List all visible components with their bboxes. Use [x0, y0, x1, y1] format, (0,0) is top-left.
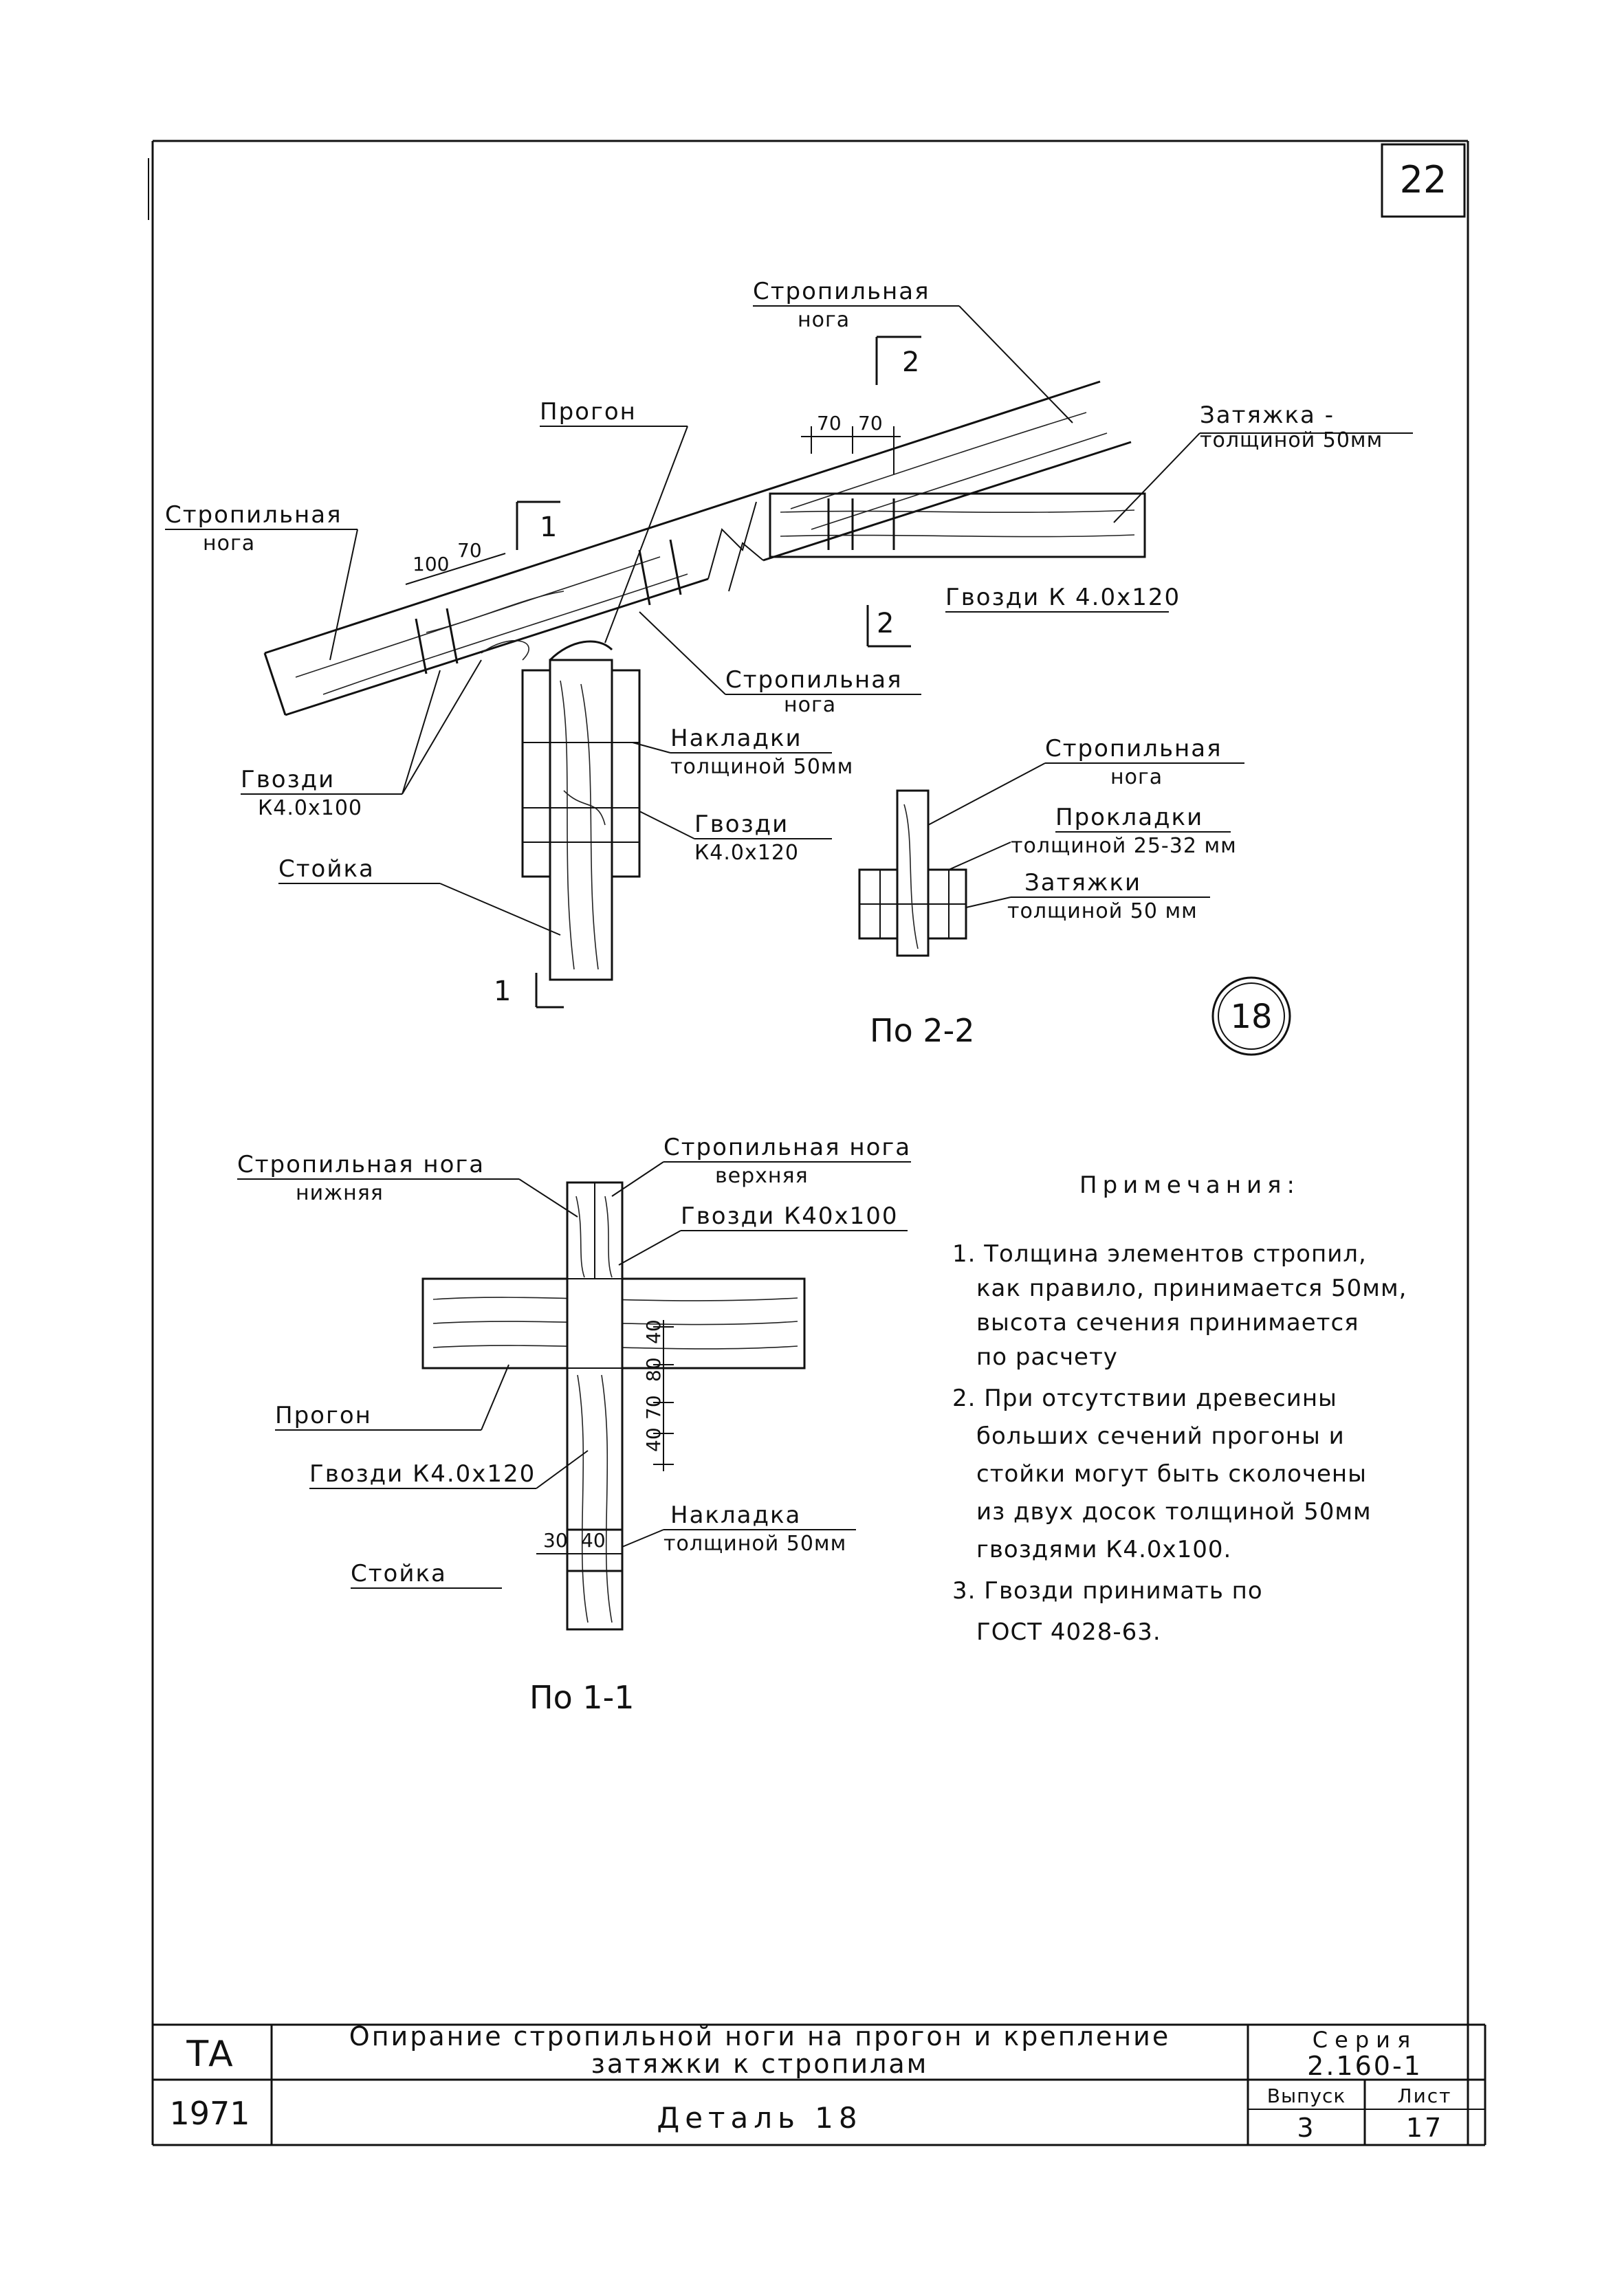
detail-number: 18 [1230, 998, 1272, 1036]
label-plates-2: толщиной 50мм [670, 755, 853, 779]
label-s22-spacers-1: Прокладки [1055, 804, 1203, 831]
label-s22-ties-1: Затяжки [1024, 869, 1141, 896]
section-1-1: 40 80 70 40 Стропильная нога нижняя Стро… [237, 1134, 911, 1716]
label-tie-2: толщиной 50мм [1200, 428, 1383, 452]
post [521, 640, 641, 981]
label-s11-nails-bottom: Гвозди К4.0х120 [309, 1460, 536, 1488]
note-2-line-2: больших сечений прогоны и [976, 1422, 1345, 1450]
sheet-frame [148, 140, 1485, 2146]
dim-h-2: 40 [581, 1529, 606, 1552]
label-post: Стойка [278, 855, 375, 883]
label-s11-rafter-upper-1: Стропильная нога [663, 1134, 911, 1161]
dims-vertical: 40 80 70 40 [642, 1319, 674, 1471]
dim-h-1: 30 [543, 1529, 568, 1552]
label-nails-right: Гвозди К 4.0х120 [945, 584, 1181, 611]
notes-title: Примечания: [1079, 1172, 1300, 1199]
notes: Примечания: 1. Толщина элементов стропил… [952, 1172, 1407, 1646]
label-plates-1: Накладки [670, 725, 802, 752]
label-s11-nails-top: Гвозди К40х100 [681, 1202, 899, 1230]
label-s11-rafter-lower-1: Стропильная нога [237, 1151, 485, 1178]
label-s11-plate-1: Накладка [670, 1502, 801, 1529]
tie-board [769, 492, 1146, 558]
label-s22-rafter-1: Стропильная [1045, 735, 1222, 762]
label-tie-1: Затяжка - [1200, 402, 1335, 429]
label-rafter-top-1: Стропильная [753, 278, 930, 305]
label-rafter-top-2: нога [798, 308, 850, 332]
note-3-line-2: ГОСТ 4028-63. [976, 1618, 1161, 1646]
title-line-2: затяжки к стропилам [591, 2049, 929, 2079]
note-2-line-3: стойки могут быть сколочены [976, 1460, 1367, 1488]
dim-v-2: 80 [642, 1357, 665, 1382]
page-number: 17 [1406, 2113, 1443, 2143]
dims-left: 100 70 [405, 539, 506, 585]
detail-number-circle [1211, 976, 1291, 1056]
note-1-line-1: 1. Толщина элементов стропил, [952, 1240, 1367, 1268]
label-s22-spacers-2: толщиной 25-32 мм [1011, 834, 1237, 858]
note-2-line-4: из двух досок толщиной 50мм [976, 1498, 1372, 1526]
label-rafter-left-1: Стропильная [165, 501, 342, 529]
label-rafter-left-2: нога [203, 531, 255, 556]
series-label: Серия [1313, 2027, 1417, 2053]
dim-left-1: 100 [413, 553, 449, 575]
label-nails-post-1: Гвозди [694, 811, 789, 838]
series-number: 2.160-1 [1307, 2051, 1423, 2081]
title-line-1: Опирание стропильной ноги на прогон и кр… [349, 2021, 1170, 2052]
caption-section-2-2: По 2-2 [870, 1012, 975, 1049]
top-detail: Стропильная нога 2 Прогон 70 70 Затяжка … [165, 278, 1413, 1009]
caption-section-1-1: По 1-1 [529, 1679, 635, 1716]
dim-top-2: 70 [858, 412, 883, 434]
label-rafter-mid-1: Стропильная [725, 666, 903, 694]
label-s11-purlin: Прогон [275, 1402, 372, 1429]
label-nails-left-1: Гвозди [241, 766, 335, 793]
label-s11-plate-2: толщиной 50мм [663, 1532, 846, 1556]
note-1-line-2: как правило, принимается 50мм, [976, 1275, 1407, 1302]
label-nails-left-2: К4.0х100 [258, 796, 362, 820]
note-3-line-1: 3. Гвозди принимать по [952, 1577, 1263, 1605]
break-mark [707, 501, 757, 580]
main-rafter [263, 380, 1132, 716]
section-1-mark-bottom: 1 [494, 976, 511, 1007]
subtitle-detail: Деталь 18 [657, 2101, 862, 2135]
section-1-mark-top: 1 [540, 512, 557, 543]
label-s11-rafter-upper-2: верхняя [715, 1164, 809, 1188]
issue-label: Выпуск [1267, 2084, 1346, 2107]
label-s11-rafter-lower-2: нижняя [296, 1181, 384, 1205]
dim-v-1: 40 [642, 1319, 665, 1344]
sheet-number-box: 22 [1381, 143, 1466, 218]
dim-left-2: 70 [457, 539, 482, 562]
leader [958, 305, 1073, 424]
title-block: ТА 1971 Опирание стропильной ноги на про… [153, 2021, 1486, 2145]
section-2-2: Стропильная нога Прокладки толщиной 25-3… [858, 735, 1291, 1056]
note-2-line-1: 2. При отсутствии древесины [952, 1385, 1337, 1412]
year: 1971 [169, 2095, 250, 2132]
section-2-mark-top: 2 [902, 346, 919, 378]
note-2-line-5: гвоздями К4.0х100. [976, 1536, 1231, 1563]
label-rafter-mid-2: нога [784, 693, 836, 717]
dim-v-4: 40 [642, 1427, 665, 1452]
note-1-line-3: высота сечения принимается [976, 1309, 1359, 1336]
label-s22-rafter-2: нога [1110, 765, 1163, 789]
note-1-line-4: по расчету [976, 1343, 1118, 1371]
dims-top: 70 70 [801, 412, 901, 474]
org-mark: ТА [186, 2034, 233, 2075]
page-label: Лист [1398, 2084, 1452, 2107]
rafter-nails [415, 539, 682, 674]
issue-number: 3 [1297, 2113, 1315, 2143]
sheet-number: 22 [1400, 158, 1447, 201]
label-nails-post-2: К4.0х120 [694, 841, 799, 865]
dim-top-1: 70 [817, 412, 842, 434]
label-s22-ties-2: толщиной 50 мм [1007, 899, 1198, 923]
dims-horizontal: 30 40 [536, 1529, 622, 1554]
label-purlin: Прогон [540, 398, 637, 426]
section-2-mark-bottom: 2 [877, 608, 894, 639]
label-s11-post: Стойка [351, 1560, 447, 1587]
dim-v-3: 70 [642, 1395, 665, 1420]
